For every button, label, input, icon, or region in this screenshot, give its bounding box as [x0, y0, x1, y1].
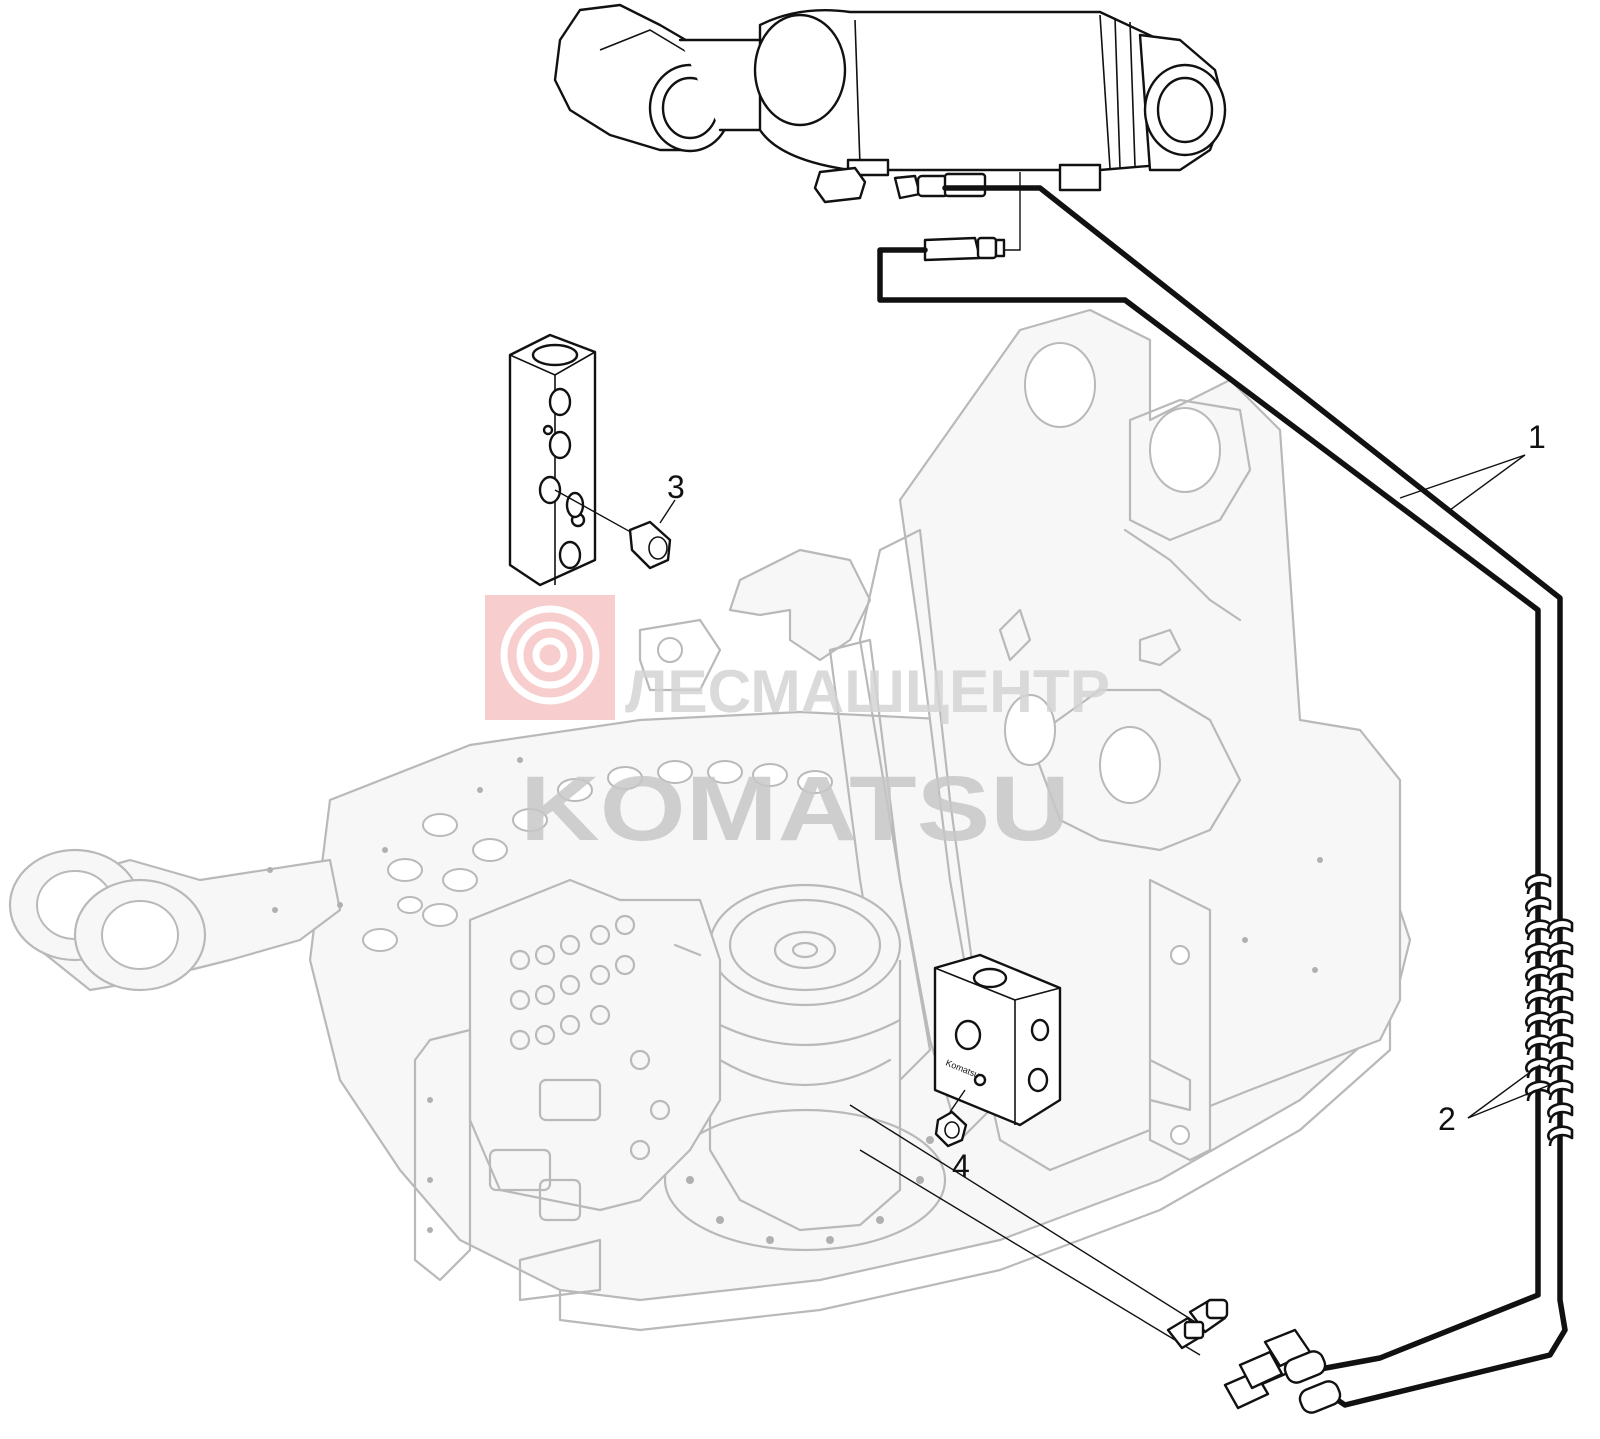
spiral-coil: [1547, 1056, 1574, 1078]
spiral-coil: [1547, 1079, 1574, 1101]
watermark-text-top: ЛЕСМАШЦЕНТР: [625, 658, 1110, 725]
spiral-coil: [1547, 1102, 1574, 1124]
callout-label-2: 2: [1438, 1101, 1456, 1137]
callout-1: 1: [1399, 419, 1546, 511]
callout-label-3: 3: [667, 469, 685, 505]
valve-block: Komatsu: [933, 953, 1062, 1127]
spiral-coil: [1547, 1125, 1574, 1147]
spiral-coil: [1547, 1010, 1574, 1032]
callout-4: 4: [952, 1148, 970, 1184]
hoses: [877, 185, 1568, 1408]
watermark: ЛЕСМАШЦЕНТР KOMATSU: [485, 595, 1110, 860]
hose-b: [877, 247, 1541, 1373]
spiral-coil: [1525, 873, 1552, 895]
hydraulic-cylinder: [553, 3, 1227, 192]
spiral-coil: [1547, 987, 1574, 1009]
callout-label-1: 1: [1528, 419, 1546, 455]
spiral-guard-right: [1547, 918, 1574, 1147]
watermark-text-bottom: KOMATSU: [520, 758, 1070, 860]
spiral-coil: [1525, 896, 1552, 918]
manifold-block: [508, 333, 597, 587]
spiral-coil: [1547, 964, 1574, 986]
cylinder-fittings: [813, 166, 1021, 262]
callout-2: 2: [1438, 1064, 1563, 1137]
watermark-logo-rings: [500, 605, 600, 705]
spiral-coil: [1547, 918, 1574, 940]
spiral-coil: [1547, 1033, 1574, 1055]
spiral-coil: [1547, 941, 1574, 963]
hose-spiral-guards: [1525, 873, 1574, 1147]
hose-end-fittings: [849, 1104, 1342, 1414]
callout-3: 3: [667, 469, 685, 505]
hose-a: [942, 185, 1568, 1408]
swing-motor-ghost: [663, 883, 947, 1252]
plug-4: [934, 1089, 968, 1148]
callout-label-4: 4: [952, 1148, 970, 1184]
main-valve-ghost: [413, 878, 722, 1302]
plug-3: [554, 489, 676, 570]
boom-mount-frame-ghost: [828, 308, 1402, 1172]
